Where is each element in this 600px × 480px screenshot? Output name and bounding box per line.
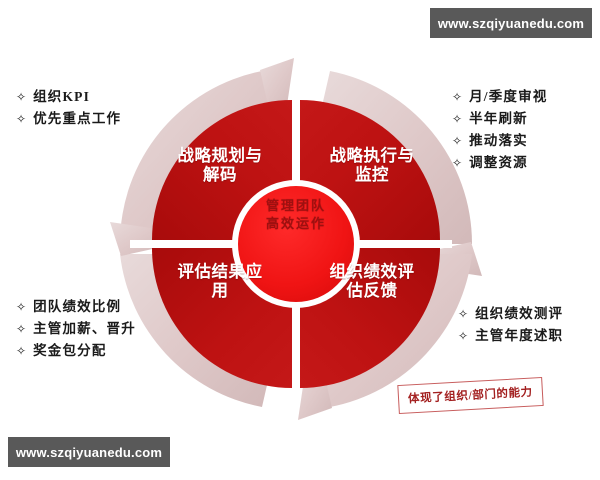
list-bottom-right: ✧ 组织绩效测评 ✧ 主管年度述职 xyxy=(458,303,563,347)
list-item: ✧ 调整资源 xyxy=(452,152,548,174)
list-item-label: 半年刷新 xyxy=(469,110,528,126)
diamond-bullet-icon: ✧ xyxy=(16,321,27,336)
cycle-diagram xyxy=(110,58,482,420)
list-item-label: 主管加薪、晋升 xyxy=(33,320,136,336)
diamond-bullet-icon: ✧ xyxy=(452,155,463,170)
list-top-right: ✧ 月/季度审视 ✧ 半年刷新 ✧ 推动落实 ✧ 调整资源 xyxy=(452,86,548,173)
diamond-bullet-icon: ✧ xyxy=(458,328,469,343)
quadrant-label-top-right: 战略执行与 监控 xyxy=(329,147,415,185)
watermark-bottom-text: www.szqiyuanedu.com xyxy=(15,444,163,460)
list-item: ✧ 奖金包分配 xyxy=(16,340,136,362)
diamond-bullet-icon: ✧ xyxy=(452,111,463,126)
list-item-label: 优先重点工作 xyxy=(33,110,122,126)
hub-label: 管理团队 高效运作 xyxy=(241,197,351,234)
diamond-bullet-icon: ✧ xyxy=(452,133,463,148)
list-item-label: 调整资源 xyxy=(469,154,528,170)
list-item: ✧ 优先重点工作 xyxy=(16,108,121,130)
list-top-left: ✧ 组织KPI ✧ 优先重点工作 xyxy=(16,86,121,130)
list-item: ✧ 推动落实 xyxy=(452,130,548,152)
watermark-bottom: www.szqiyuanedu.com xyxy=(8,437,170,467)
list-item-label: 月/季度审视 xyxy=(469,89,548,104)
list-item: ✧ 主管加薪、晋升 xyxy=(16,318,136,340)
diamond-bullet-icon: ✧ xyxy=(16,111,27,126)
hub-circle xyxy=(238,186,354,302)
hub-label-line1: 管理团队 xyxy=(265,198,326,213)
diamond-bullet-icon: ✧ xyxy=(16,90,27,104)
list-bottom-left: ✧ 团队绩效比例 ✧ 主管加薪、晋升 ✧ 奖金包分配 xyxy=(16,296,136,362)
diamond-bullet-icon: ✧ xyxy=(16,300,27,314)
diamond-bullet-icon: ✧ xyxy=(452,90,463,104)
diamond-bullet-icon: ✧ xyxy=(16,343,27,358)
watermark-top-text: www.szqiyuanedu.com xyxy=(437,15,585,31)
list-item: ✧ 团队绩效比例 xyxy=(16,296,136,318)
callout-note-text: 体现了组织/部门的能力 xyxy=(407,386,534,406)
quadrant-label-bottom-left: 评估结果应 用 xyxy=(177,263,263,301)
list-item: ✧ 组织绩效测评 xyxy=(458,303,563,325)
hub-label-line2: 高效运作 xyxy=(265,216,326,232)
list-item-label: 组织KPI xyxy=(33,89,91,104)
quadrant-label-top-left: 战略规划与 解码 xyxy=(177,147,263,185)
quadrant-label-bottom-right: 组织绩效评 估反馈 xyxy=(329,263,415,301)
watermark-top: www.szqiyuanedu.com xyxy=(430,8,592,38)
list-item-label: 奖金包分配 xyxy=(33,342,107,358)
list-item: ✧ 主管年度述职 xyxy=(458,325,563,347)
list-item-label: 组织绩效测评 xyxy=(475,306,564,321)
list-item: ✧ 月/季度审视 xyxy=(452,86,548,108)
list-item-label: 主管年度述职 xyxy=(475,327,564,343)
list-item-label: 推动落实 xyxy=(469,132,528,148)
list-item: ✧ 半年刷新 xyxy=(452,108,548,130)
diamond-bullet-icon: ✧ xyxy=(458,307,469,321)
list-item: ✧ 组织KPI xyxy=(16,86,121,108)
list-item-label: 团队绩效比例 xyxy=(33,299,122,314)
